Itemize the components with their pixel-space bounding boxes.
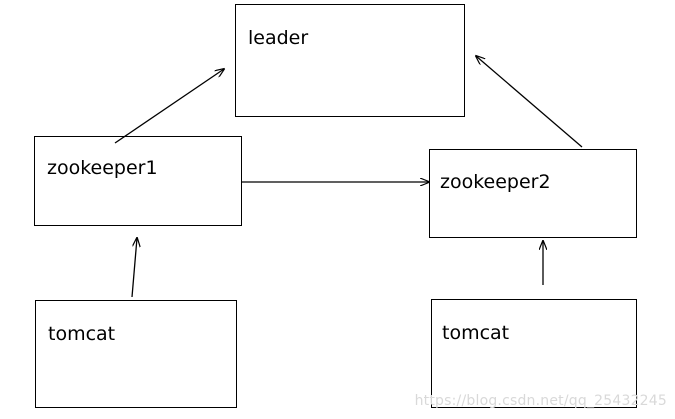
node-leader-label: leader: [248, 27, 309, 49]
edge-zookeeper1-to-leader: [114, 69, 224, 144]
edge-tomcat1-to-zookeeper1: [131, 238, 137, 298]
node-tomcat2: tomcat: [431, 299, 637, 408]
node-tomcat1-label: tomcat: [48, 323, 116, 345]
node-tomcat2-label: tomcat: [442, 322, 510, 344]
node-zookeeper1-label: zookeeper1: [47, 157, 158, 179]
node-leader: leader: [235, 4, 465, 117]
node-zookeeper2: zookeeper2: [429, 149, 637, 238]
watermark-text: https://blog.csdn.net/qq_25432245: [414, 393, 667, 409]
node-zookeeper2-label: zookeeper2: [440, 171, 551, 193]
node-zookeeper1: zookeeper1: [34, 136, 242, 226]
edge-zookeeper2-to-leader: [476, 56, 583, 148]
node-tomcat1: tomcat: [35, 300, 237, 408]
